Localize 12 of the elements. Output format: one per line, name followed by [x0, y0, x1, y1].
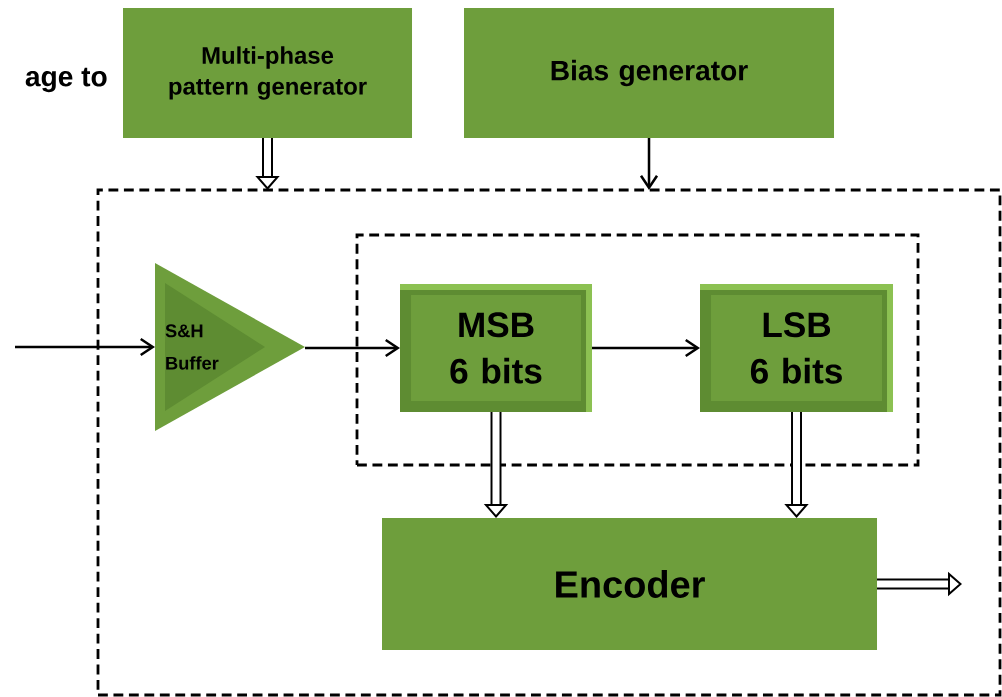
converter-box: MSB 6 bits: [400, 284, 592, 412]
arrow: [305, 338, 400, 358]
converter-box: LSB 6 bits: [700, 284, 893, 412]
arrow: [592, 338, 700, 358]
dashed-frame: [355, 233, 920, 467]
dashed-frame: [96, 188, 1002, 697]
arrow: [15, 337, 155, 357]
encoder-box: Encoder: [382, 518, 877, 650]
buffer-triangle: S&H Buffer: [155, 263, 305, 431]
generator-box: Multi-phase pattern generator: [123, 8, 412, 138]
arrow: [639, 138, 659, 190]
generator-box: Bias generator: [464, 8, 834, 138]
